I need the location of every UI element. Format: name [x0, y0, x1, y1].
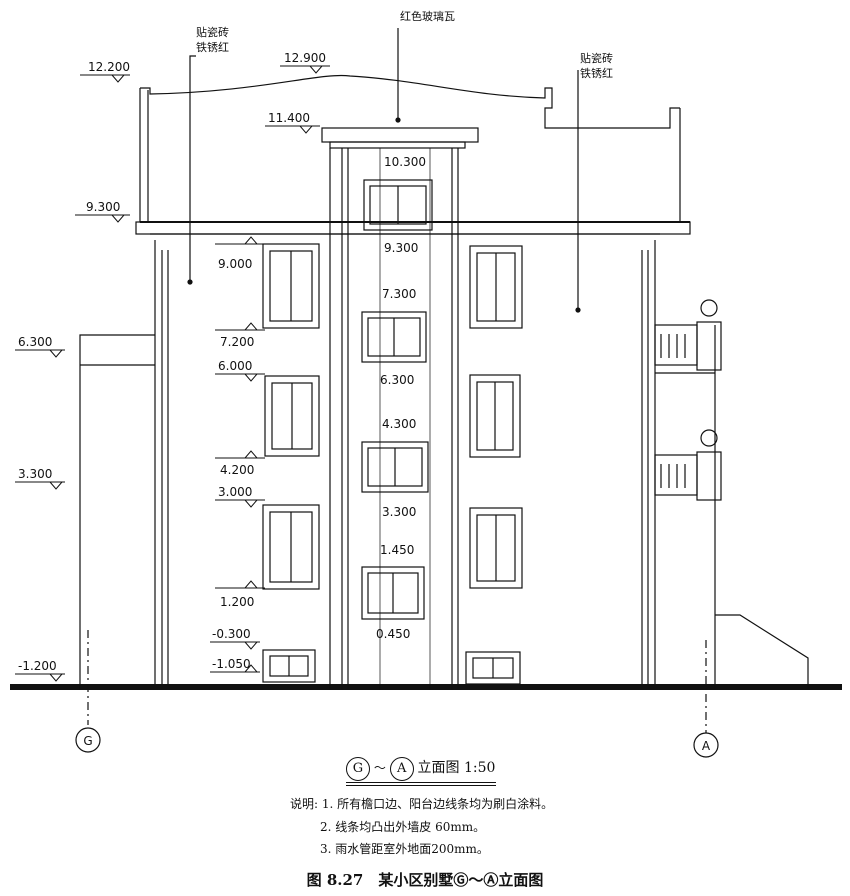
axis-bubble-a [693, 732, 719, 758]
title-tilde: ～ [373, 761, 386, 775]
note-tile-right: 贴瓷砖 [580, 51, 613, 65]
level-4300: 4.300 [382, 417, 416, 431]
leader-tile-left [189, 55, 196, 282]
note-3: 3. 雨水管距室外地面200mm。 [320, 842, 489, 856]
level-1200: 1.200 [220, 595, 254, 609]
level-3300: 3.300 [18, 467, 52, 481]
level-6300: 6.300 [18, 335, 52, 349]
axis-label-a: A [702, 739, 711, 753]
axis-bubble-g [75, 727, 101, 753]
level-6000: 6.000 [218, 359, 252, 373]
stair-windows [361, 179, 433, 620]
stair-tower [321, 127, 479, 690]
entrance-steps [715, 614, 809, 690]
drawing-title: G ～ A 立面图 1:50 [346, 757, 495, 781]
title-axis-g: G [346, 757, 370, 781]
level-minus-0300: -0.300 [212, 627, 251, 641]
level-7200: 7.200 [220, 335, 254, 349]
level-6300-stair: 6.300 [380, 373, 414, 387]
level-3000: 3.000 [218, 485, 252, 499]
level-0450: 0.450 [376, 627, 410, 641]
level-labels: 12.200 9.300 6.300 3.300 -1.200 12.900 11.400 9… [18, 9, 711, 753]
level-4200: 4.200 [220, 463, 254, 477]
level-9300-stair: 9.300 [384, 241, 418, 255]
level-9000: 9.000 [218, 257, 252, 271]
title-text: 立面图 1:50 [417, 760, 496, 776]
side-windows [262, 243, 523, 685]
level-minus-1200: -1.200 [18, 659, 57, 673]
level-12900: 12.900 [284, 51, 326, 65]
note-roof-tile: 红色玻璃瓦 [400, 9, 455, 23]
title-axis-a: A [389, 757, 414, 781]
level-10300: 10.300 [384, 155, 426, 169]
level-minus-1050: -1.050 [212, 657, 251, 671]
note-tile-right: 铁锈红 [580, 67, 613, 80]
level-9300: 9.300 [86, 200, 120, 214]
note-2: 2. 线条均凸出外墙皮 60mm。 [320, 820, 486, 834]
balcony-upper [654, 299, 722, 374]
level-11400: 11.400 [268, 111, 310, 125]
level-markers-left [15, 65, 330, 682]
axis-label-g: G [83, 734, 92, 748]
figure-caption: 图 8.27 某小区别墅Ⓖ～Ⓐ立面图 [306, 871, 544, 889]
note-tile-left: 铁锈红 [196, 41, 229, 54]
level-7300: 7.300 [382, 287, 416, 301]
level-markers-window [210, 236, 265, 673]
note-tile-left: 贴瓷砖 [196, 25, 229, 39]
level-12200: 12.200 [88, 60, 130, 74]
note-1: 说明: 1. 所有檐口边、阳台边线条均为刷白涂料。 [290, 797, 554, 811]
ground-line [10, 684, 842, 690]
level-1450: 1.450 [380, 543, 414, 557]
level-3300-stair: 3.300 [382, 505, 416, 519]
balcony-lower [654, 429, 722, 501]
left-wing [79, 334, 155, 690]
